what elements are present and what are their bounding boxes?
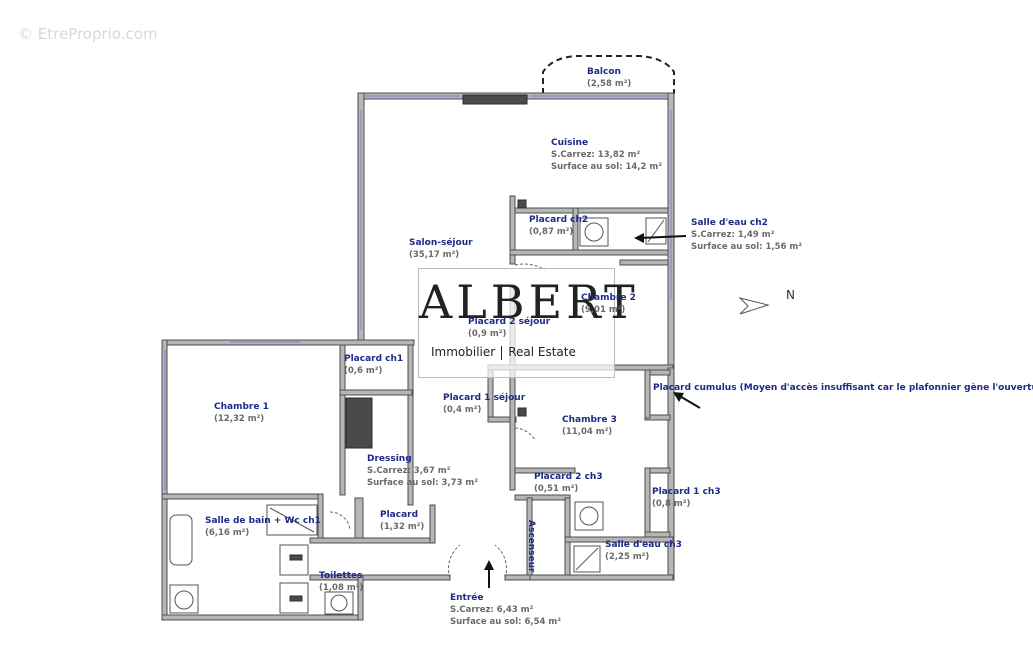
logo-left: Immobilier: [431, 345, 496, 359]
toilet-wc: [324, 591, 354, 615]
room-area-placard1-ch3: (0,8 m²): [652, 499, 691, 509]
room-label-chambre3: Chambre 3: [562, 415, 617, 425]
wall-bottom-left: [161, 614, 359, 621]
room-carrez-cuisine: S.Carrez: 13,82 m²: [551, 150, 641, 160]
room-carrez-salle-eau-ch2: S.Carrez: 1,49 m²: [691, 230, 775, 240]
dressing-cabinet: [345, 397, 373, 449]
room-area-placard: (1,32 m²): [380, 522, 425, 532]
room-sol-entree: Surface au sol: 6,54 m²: [450, 617, 561, 627]
room-label-placard1-ch3: Placard 1 ch3: [652, 487, 721, 497]
room-label-salle-eau-ch3: Salle d'eau ch3: [605, 540, 682, 550]
room-label-chambre1: Chambre 1: [214, 402, 269, 412]
agency-logo: ALBERT Immobilier Real Estate: [418, 268, 639, 378]
logo-subtitle: Immobilier Real Estate: [431, 345, 606, 360]
room-label-chambre2: Chambre 2: [581, 293, 636, 303]
room-area-salle-eau-ch3: (2,25 m²): [605, 552, 650, 562]
room-area-salon: (35,17 m²): [409, 250, 460, 260]
room-label-placard1-sejour: Placard 1 séjour: [443, 393, 526, 403]
wall-ch1-bottom: [161, 493, 323, 500]
bathtub: [169, 514, 193, 566]
room-label-placard-ch2: Placard ch2: [529, 215, 589, 225]
shower-ch2: [645, 217, 667, 245]
room-area-placard-ch2: (0,87 m²): [529, 227, 574, 237]
room-label-balcon: Balcon: [587, 67, 621, 77]
room-label-sdb: Salle de bain + Wc ch1: [205, 516, 321, 526]
shower-ch3: [573, 545, 601, 573]
room-label-dressing: Dressing: [367, 454, 412, 464]
room-area-placard2-sejour: (0,9 m²): [468, 329, 507, 339]
room-carrez-entree: S.Carrez: 6,43 m²: [450, 605, 534, 615]
kitchen-hood: [462, 94, 528, 105]
room-label-cuisine: Cuisine: [551, 138, 589, 148]
room-label-placard: Placard: [380, 510, 419, 520]
room-sol-cuisine: Surface au sol: 14,2 m²: [551, 162, 662, 172]
room-area-chambre2: (9,01 m²): [581, 305, 626, 315]
room-area-chambre1: (12,32 m²): [214, 414, 265, 424]
room-label-placard-ch1: Placard ch1: [344, 354, 404, 364]
room-label-ascenseur: Ascenseur: [526, 520, 536, 573]
room-sol-salle-eau-ch2: Surface au sol: 1,56 m²: [691, 242, 802, 252]
room-area-sdb: (6,16 m²): [205, 528, 250, 538]
room-area-toilettes: (1,08 m²): [319, 583, 364, 593]
toilet-ch1: [169, 584, 199, 614]
logo-right: Real Estate: [508, 345, 576, 359]
room-label-salle-eau-ch2: Salle d'eau ch2: [691, 218, 768, 228]
room-area-placard2-ch3: (0,51 m²): [534, 484, 579, 494]
north-label: N: [786, 288, 795, 302]
north-arrow-icon: [738, 297, 770, 315]
room-area-balcon: (2,58 m²): [587, 79, 632, 89]
room-label-toilettes: Toilettes: [319, 571, 363, 581]
room-area-placard1-sejour: (0,4 m²): [443, 405, 482, 415]
watermark: © EtreProprio.com: [18, 25, 158, 43]
logo-brand: ALBERT: [419, 275, 639, 329]
room-label-salon: Salon-séjour: [409, 238, 473, 248]
room-label-placard-cumulus: Placard cumulus (Moyen d'accès insuffisa…: [653, 383, 1033, 393]
basin-ch3: [574, 501, 604, 531]
room-label-placard2-ch3: Placard 2 ch3: [534, 472, 603, 482]
basin-ch2: [579, 217, 609, 247]
room-area-chambre3: (11,04 m²): [562, 427, 613, 437]
room-area-placard-ch1: (0,6 m²): [344, 366, 383, 376]
room-sol-dressing: Surface au sol: 3,73 m²: [367, 478, 478, 488]
room-carrez-dressing: S.Carrez: 3,67 m²: [367, 466, 451, 476]
balcony-outline: [542, 55, 675, 94]
room-label-placard2-sejour: Placard 2 séjour: [468, 317, 551, 327]
arrow-salle-eau-ch2: [639, 235, 687, 239]
room-label-entree: Entrée: [450, 593, 484, 603]
